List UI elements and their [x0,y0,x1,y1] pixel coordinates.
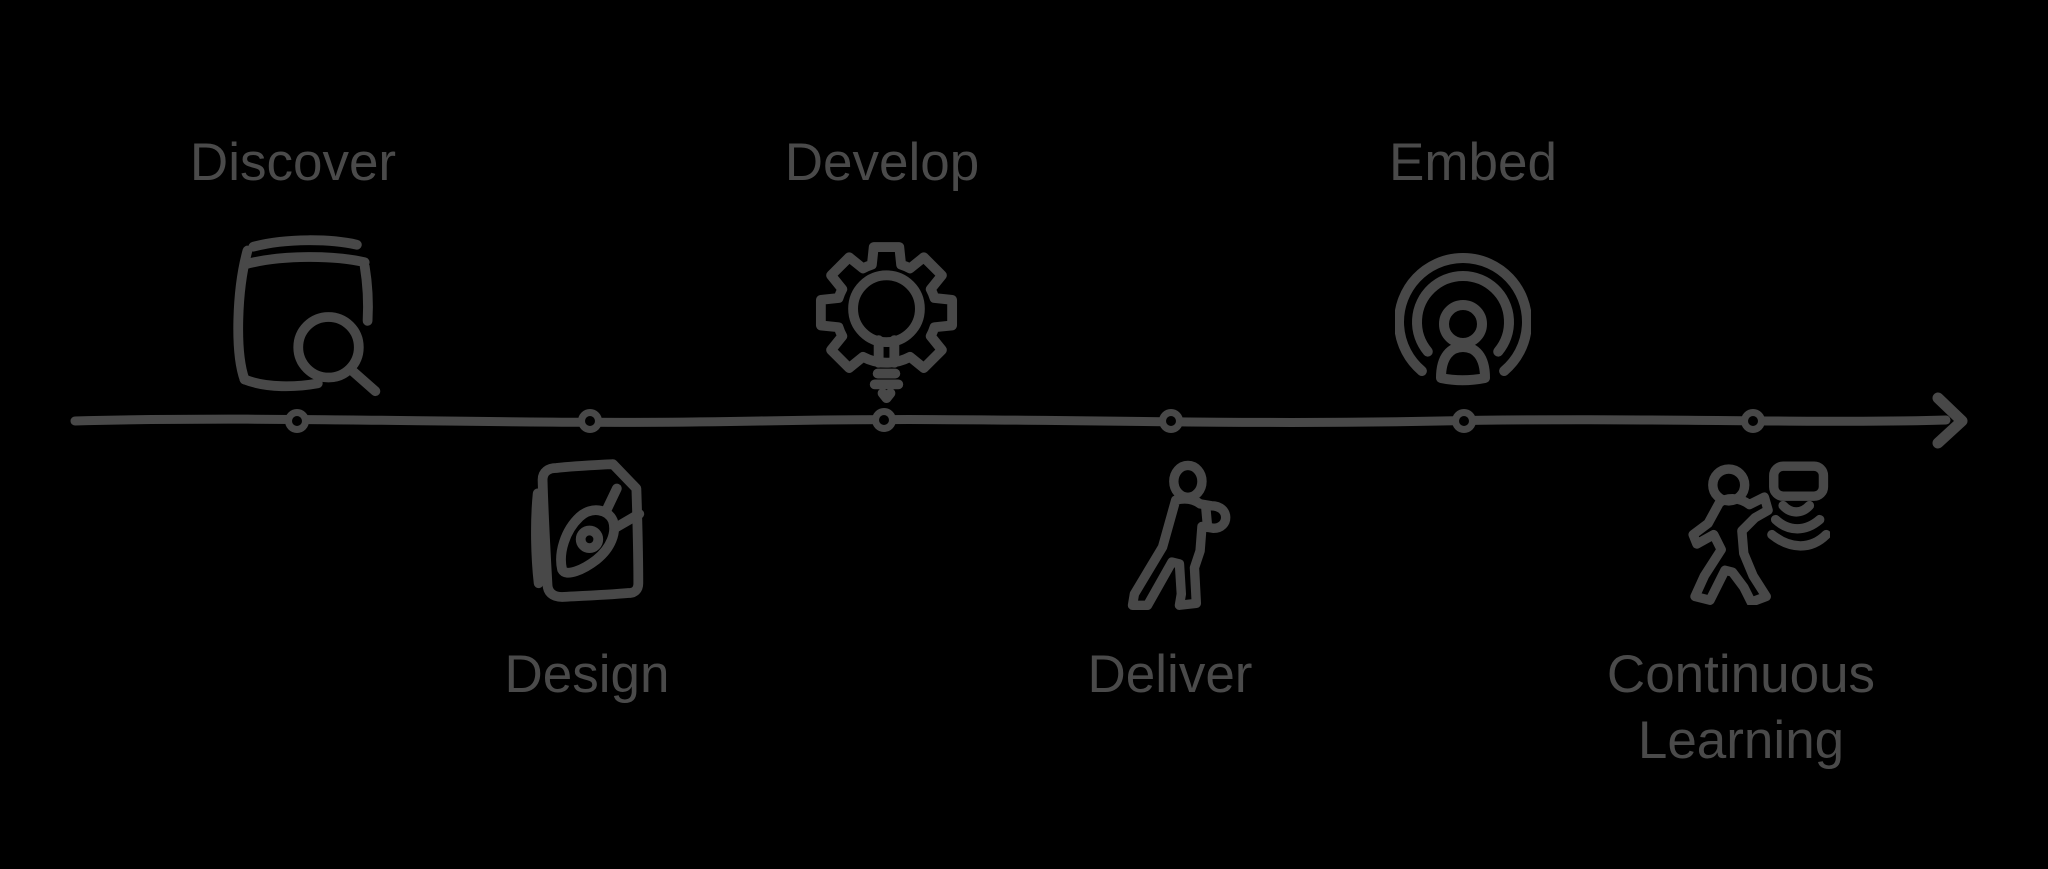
stage-label-embed: Embed [1389,133,1557,192]
gear-lightbulb-icon [815,242,958,404]
stage-label-design: Design [504,645,670,704]
book-magnifier-icon [233,235,381,397]
stage-label-deliver: Deliver [1087,645,1253,704]
timeline-node-6 [1741,409,1765,433]
timeline-node-1 [285,409,309,433]
stage-label-continuous-learning: Continuous Learning [1606,645,1876,770]
person-running-signal-icon [1688,461,1830,605]
person-lunging-icon [1127,460,1231,610]
stage-label-discover: Discover [189,133,397,192]
timeline-node-4 [1159,409,1183,433]
timeline-node-2 [578,409,602,433]
person-broadcast-icon [1395,253,1531,386]
timeline-node-5 [1452,409,1476,433]
pen-nib-document-icon [531,459,645,602]
timeline-line [70,414,1951,427]
timeline-arrowhead [1932,392,1968,449]
timeline-axis [70,392,1968,449]
timeline-node-3 [872,408,896,432]
stage-label-develop: Develop [784,133,980,192]
